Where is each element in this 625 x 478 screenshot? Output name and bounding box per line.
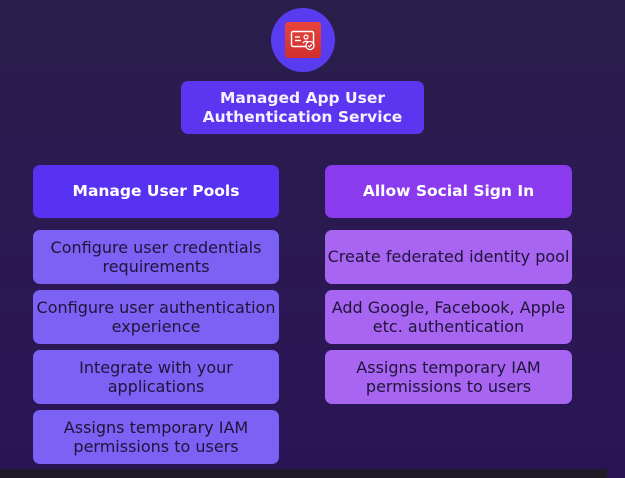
identity-card-icon [285, 22, 321, 58]
right-item-federated-pool: Create federated identity pool [325, 230, 572, 284]
service-title: Managed App User Authentication Service [181, 81, 424, 134]
right-item-iam-permissions: Assigns temporary IAM permissions to use… [325, 350, 572, 404]
left-item-authentication-experience: Configure user authentication experience [33, 290, 279, 344]
allow-social-sign-in-header: Allow Social Sign In [325, 165, 572, 218]
service-icon-circle [271, 8, 335, 72]
bottom-bar [0, 469, 607, 478]
left-item-integrate: Integrate with your applications [33, 350, 279, 404]
manage-user-pools-header: Manage User Pools [33, 165, 279, 218]
right-item-social-providers: Add Google, Facebook, Apple etc. authent… [325, 290, 572, 344]
left-item-credentials: Configure user credentials requirements [33, 230, 279, 284]
left-item-iam-permissions: Assigns temporary IAM permissions to use… [33, 410, 279, 464]
